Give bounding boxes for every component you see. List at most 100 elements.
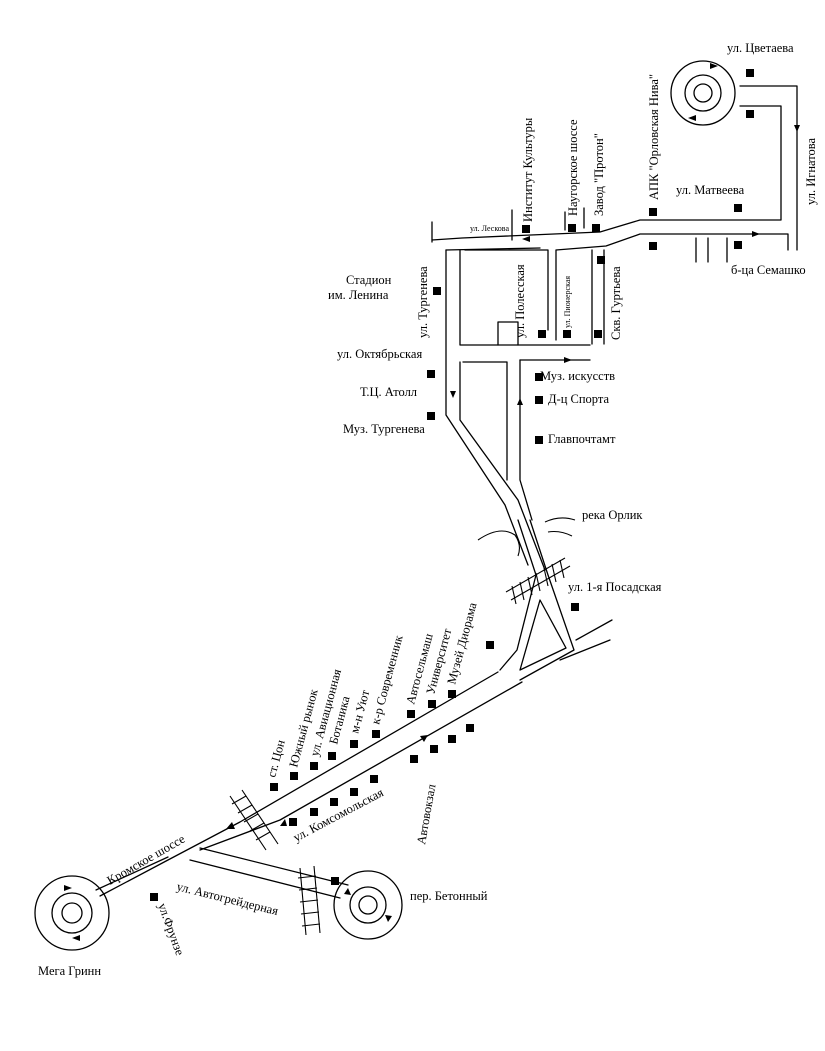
arrow-icon — [420, 735, 428, 742]
label-leskova: ул. Лескова — [470, 224, 509, 233]
stop-icon — [538, 330, 546, 338]
label-oktyabrskaya: ул. Октябрьская — [337, 347, 422, 361]
arrow-icon — [226, 822, 235, 829]
label-tsvetaeva: ул. Цветаева — [727, 41, 794, 55]
stop-icon — [430, 745, 438, 753]
label-stadion-2: им. Ленина — [328, 288, 389, 302]
label-apk: АПК "Орловская Нива" — [647, 74, 661, 200]
label-zavod-proton: Завод "Протон" — [592, 133, 606, 216]
stop-icon — [270, 783, 278, 791]
stop-icon — [734, 241, 742, 249]
railway-icon — [229, 789, 279, 851]
stop-icon — [649, 242, 657, 250]
stop-icon — [289, 818, 297, 826]
arrow-icon — [522, 236, 530, 242]
stop-icon — [522, 225, 530, 233]
label-uyut: м-н Уют — [347, 688, 372, 735]
stop-icon — [350, 740, 358, 748]
arrow-icon — [450, 391, 456, 398]
stop-icon — [734, 204, 742, 212]
stop-icon — [370, 775, 378, 783]
arrow-icon — [517, 398, 523, 405]
direction-arrows — [64, 63, 800, 941]
stop-icon — [563, 330, 571, 338]
stop-icon — [310, 808, 318, 816]
label-ignatova: ул. Игнатова — [804, 137, 818, 205]
river-icon — [477, 517, 576, 557]
stop-icon — [427, 370, 435, 378]
arrow-icon — [710, 63, 718, 69]
label-polesskaya: ул. Полесская — [513, 264, 527, 338]
label-avtovokzal: Автовокзал — [414, 783, 438, 845]
label-pionerskaya: ул. Пионерская — [563, 276, 572, 328]
arrow-icon — [344, 888, 351, 895]
roundabout-icon — [34, 875, 110, 951]
road-network — [95, 85, 798, 899]
label-reka-orlik: река Орлик — [582, 508, 643, 522]
label-avtogreydernaya: ул. Автогрейдерная — [175, 879, 280, 918]
stop-icon — [568, 224, 576, 232]
stop-icon — [571, 603, 579, 611]
label-ul-ufimskaya: ул.Фрунзе — [155, 901, 187, 957]
label-muz-turgeneva: Муз. Тургенева — [343, 422, 425, 436]
label-glavpochtamt: Главпочтамт — [548, 432, 616, 446]
stop-icon — [466, 724, 474, 732]
roundabouts — [34, 60, 736, 951]
label-muz-iskusstv: Муз. искусств — [540, 369, 615, 383]
label-matveeva: ул. Матвеева — [676, 183, 745, 197]
stop-icon — [746, 69, 754, 77]
stop-icon — [310, 762, 318, 770]
stop-icon — [486, 641, 494, 649]
label-institut: Институт Культуры — [521, 117, 535, 222]
stop-icon — [448, 690, 456, 698]
label-stadion: Стадион — [346, 273, 392, 287]
stop-icon — [592, 224, 600, 232]
label-kromskoe: Кромское шоссе — [105, 831, 188, 887]
label-skv-gurteva: Скв. Гуртьева — [609, 266, 623, 340]
label-st-tson: ст. Цон — [264, 738, 287, 779]
arrow-icon — [385, 915, 392, 922]
stop-icon — [410, 755, 418, 763]
stop-icon — [328, 752, 336, 760]
railway-icon — [505, 557, 571, 605]
label-dts-sporta: Д-ц Спорта — [548, 392, 609, 406]
stop-icon — [350, 788, 358, 796]
stop-icon — [433, 287, 441, 295]
arrow-icon — [794, 125, 800, 132]
arrow-icon — [564, 357, 572, 363]
labels: ул. Цветаева ул. Игнатова ул. Матвеева б… — [38, 41, 818, 978]
label-naugorskoe: Наугорское шоссе — [566, 119, 580, 216]
railway-icon — [297, 865, 321, 936]
label-sovremennik: к-р Современник — [368, 633, 405, 726]
stop-icon — [535, 373, 543, 381]
stop-icon — [428, 700, 436, 708]
arrow-icon — [64, 885, 72, 891]
stop-icon — [448, 735, 456, 743]
roundabout-icon — [333, 870, 403, 940]
stop-icon — [649, 208, 657, 216]
label-semashko: б-ца Семашко — [731, 263, 806, 277]
arrow-icon — [688, 115, 696, 121]
roundabout-icon — [670, 60, 736, 126]
label-atoll: Т.Ц. Атолл — [360, 385, 417, 399]
arrow-icon — [72, 935, 80, 941]
stop-icon — [535, 396, 543, 404]
stop-icon — [331, 877, 339, 885]
stop-icon — [330, 798, 338, 806]
label-turgeneva-street: ул. Тургенева — [416, 266, 430, 338]
label-betonny: пер. Бетонный — [410, 889, 488, 903]
stop-icon — [597, 256, 605, 264]
stop-icon — [290, 772, 298, 780]
label-posadskaya: ул. 1-я Посадская — [568, 580, 662, 594]
arrow-icon — [752, 231, 760, 237]
stop-icon — [407, 710, 415, 718]
label-mega-grinn: Мега Гринн — [38, 964, 101, 978]
railway-crossings — [229, 557, 571, 936]
arrow-icon — [280, 819, 287, 826]
stop-icon — [746, 110, 754, 118]
stop-icon — [150, 893, 158, 901]
stop-icon — [427, 412, 435, 420]
stops — [150, 69, 754, 901]
stop-icon — [372, 730, 380, 738]
